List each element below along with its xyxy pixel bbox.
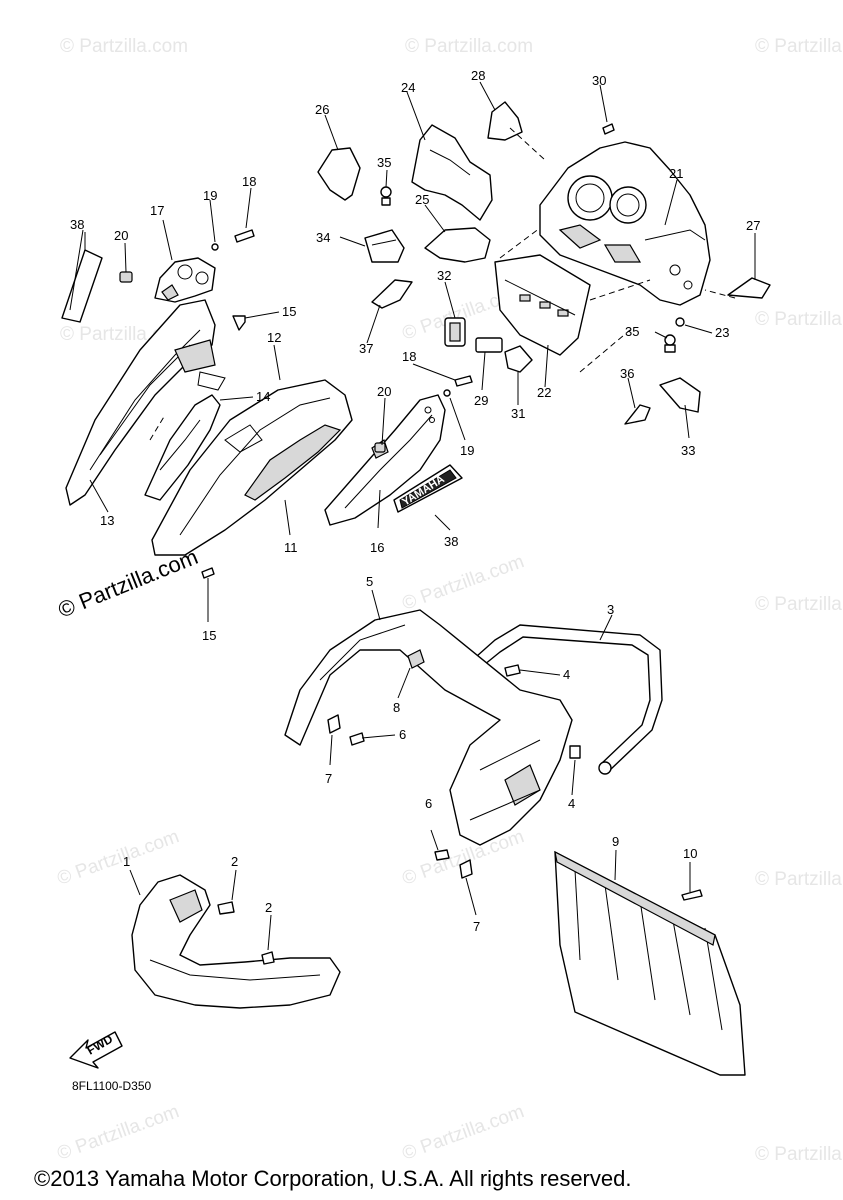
callout-33: 33	[681, 443, 695, 458]
callout-31: 31	[511, 406, 525, 421]
callout-17: 17	[150, 203, 164, 218]
callout-11: 11	[284, 540, 298, 555]
callout-7: 7	[325, 771, 332, 786]
callout-3: 3	[607, 602, 614, 617]
watermark: © Partzilla.com	[755, 1144, 843, 1165]
callout-5: 5	[366, 574, 373, 589]
watermark: © Partzilla.com	[755, 869, 843, 890]
part-17-bracket	[154, 257, 216, 303]
callout-23: 23	[715, 325, 729, 340]
watermark-main: © Partzilla.com	[55, 544, 202, 623]
callout-6: 6	[425, 796, 432, 811]
guide-lines	[149, 127, 736, 441]
callout-28: 28	[471, 68, 485, 83]
watermark: © Partzilla.com	[755, 594, 843, 615]
watermark: © Partzilla.com	[400, 551, 527, 615]
callout-20: 20	[114, 228, 128, 243]
callout-20: 20	[377, 384, 391, 399]
forward-arrow: FWD	[69, 1031, 123, 1069]
part-32-34-37-31-29	[364, 186, 533, 373]
callout-29: 29	[474, 393, 488, 408]
part-22-bracket	[494, 254, 591, 356]
callout-22: 22	[537, 385, 551, 400]
part-26-cover	[317, 147, 361, 201]
callout-13: 13	[100, 513, 114, 528]
callout-24: 24	[401, 80, 415, 95]
callout-36: 36	[620, 366, 634, 381]
callout-15: 15	[202, 628, 216, 643]
callout-labels: 1 2 2 3 4 4 5 6 6 7 7 8 9 10 11 12 13 14…	[70, 68, 760, 934]
part-13-side-panel	[65, 299, 226, 506]
callout-19: 19	[460, 443, 474, 458]
callout-38: 38	[444, 534, 458, 549]
callout-35: 35	[625, 324, 639, 339]
watermark: © Partzilla.com	[400, 1101, 527, 1165]
part-21-meter-console	[539, 141, 711, 306]
callout-30: 30	[592, 73, 606, 88]
callout-15: 15	[282, 304, 296, 319]
part-38-decal-left	[61, 232, 103, 323]
callout-37: 37	[359, 341, 373, 356]
callout-7: 7	[473, 919, 480, 934]
callout-4: 4	[563, 667, 570, 682]
part-1-bumper	[131, 874, 341, 1009]
part-33-36-brackets	[602, 123, 701, 425]
leader-lines	[69, 81, 756, 951]
callout-14: 14	[256, 389, 270, 404]
part-5-cover	[284, 609, 581, 879]
part-25-cover	[424, 227, 491, 263]
part-24-panel	[411, 124, 493, 221]
callout-9: 9	[612, 834, 619, 849]
callout-6: 6	[399, 727, 406, 742]
copyright-notice: ©2013 Yamaha Motor Corporation, U.S.A. A…	[34, 1166, 631, 1191]
callout-4: 4	[568, 796, 575, 811]
watermark: © Partzilla.com	[755, 309, 843, 330]
part-28-cover	[487, 101, 523, 141]
callout-25: 25	[415, 192, 429, 207]
part-9-snow-flap	[554, 850, 746, 1076]
callout-19: 19	[203, 188, 217, 203]
watermark: © Partzilla.com	[60, 36, 188, 57]
callout-38: 38	[70, 217, 84, 232]
callout-32: 32	[437, 268, 451, 283]
callout-34: 34	[316, 230, 330, 245]
callout-21: 21	[669, 166, 683, 181]
callout-2: 2	[231, 854, 238, 869]
diagram-code: 8FL1100-D350	[72, 1079, 151, 1093]
callout-16: 16	[370, 540, 384, 555]
callout-2: 2	[265, 900, 272, 915]
callout-18: 18	[402, 349, 416, 364]
callout-27: 27	[746, 218, 760, 233]
callout-18: 18	[242, 174, 256, 189]
callout-12: 12	[267, 330, 281, 345]
callout-8: 8	[393, 700, 400, 715]
part-14-inner-panel	[144, 394, 221, 501]
callout-35: 35	[377, 155, 391, 170]
watermark: © Partzilla.com	[55, 1101, 182, 1165]
callout-10: 10	[683, 846, 697, 861]
part-12-side-cover	[151, 379, 353, 556]
part-27-clip	[727, 277, 771, 299]
callout-26: 26	[315, 102, 329, 117]
callout-1: 1	[123, 854, 130, 869]
watermark: © Partzilla.com	[755, 36, 843, 57]
watermark: © Partzilla.com	[405, 36, 533, 57]
